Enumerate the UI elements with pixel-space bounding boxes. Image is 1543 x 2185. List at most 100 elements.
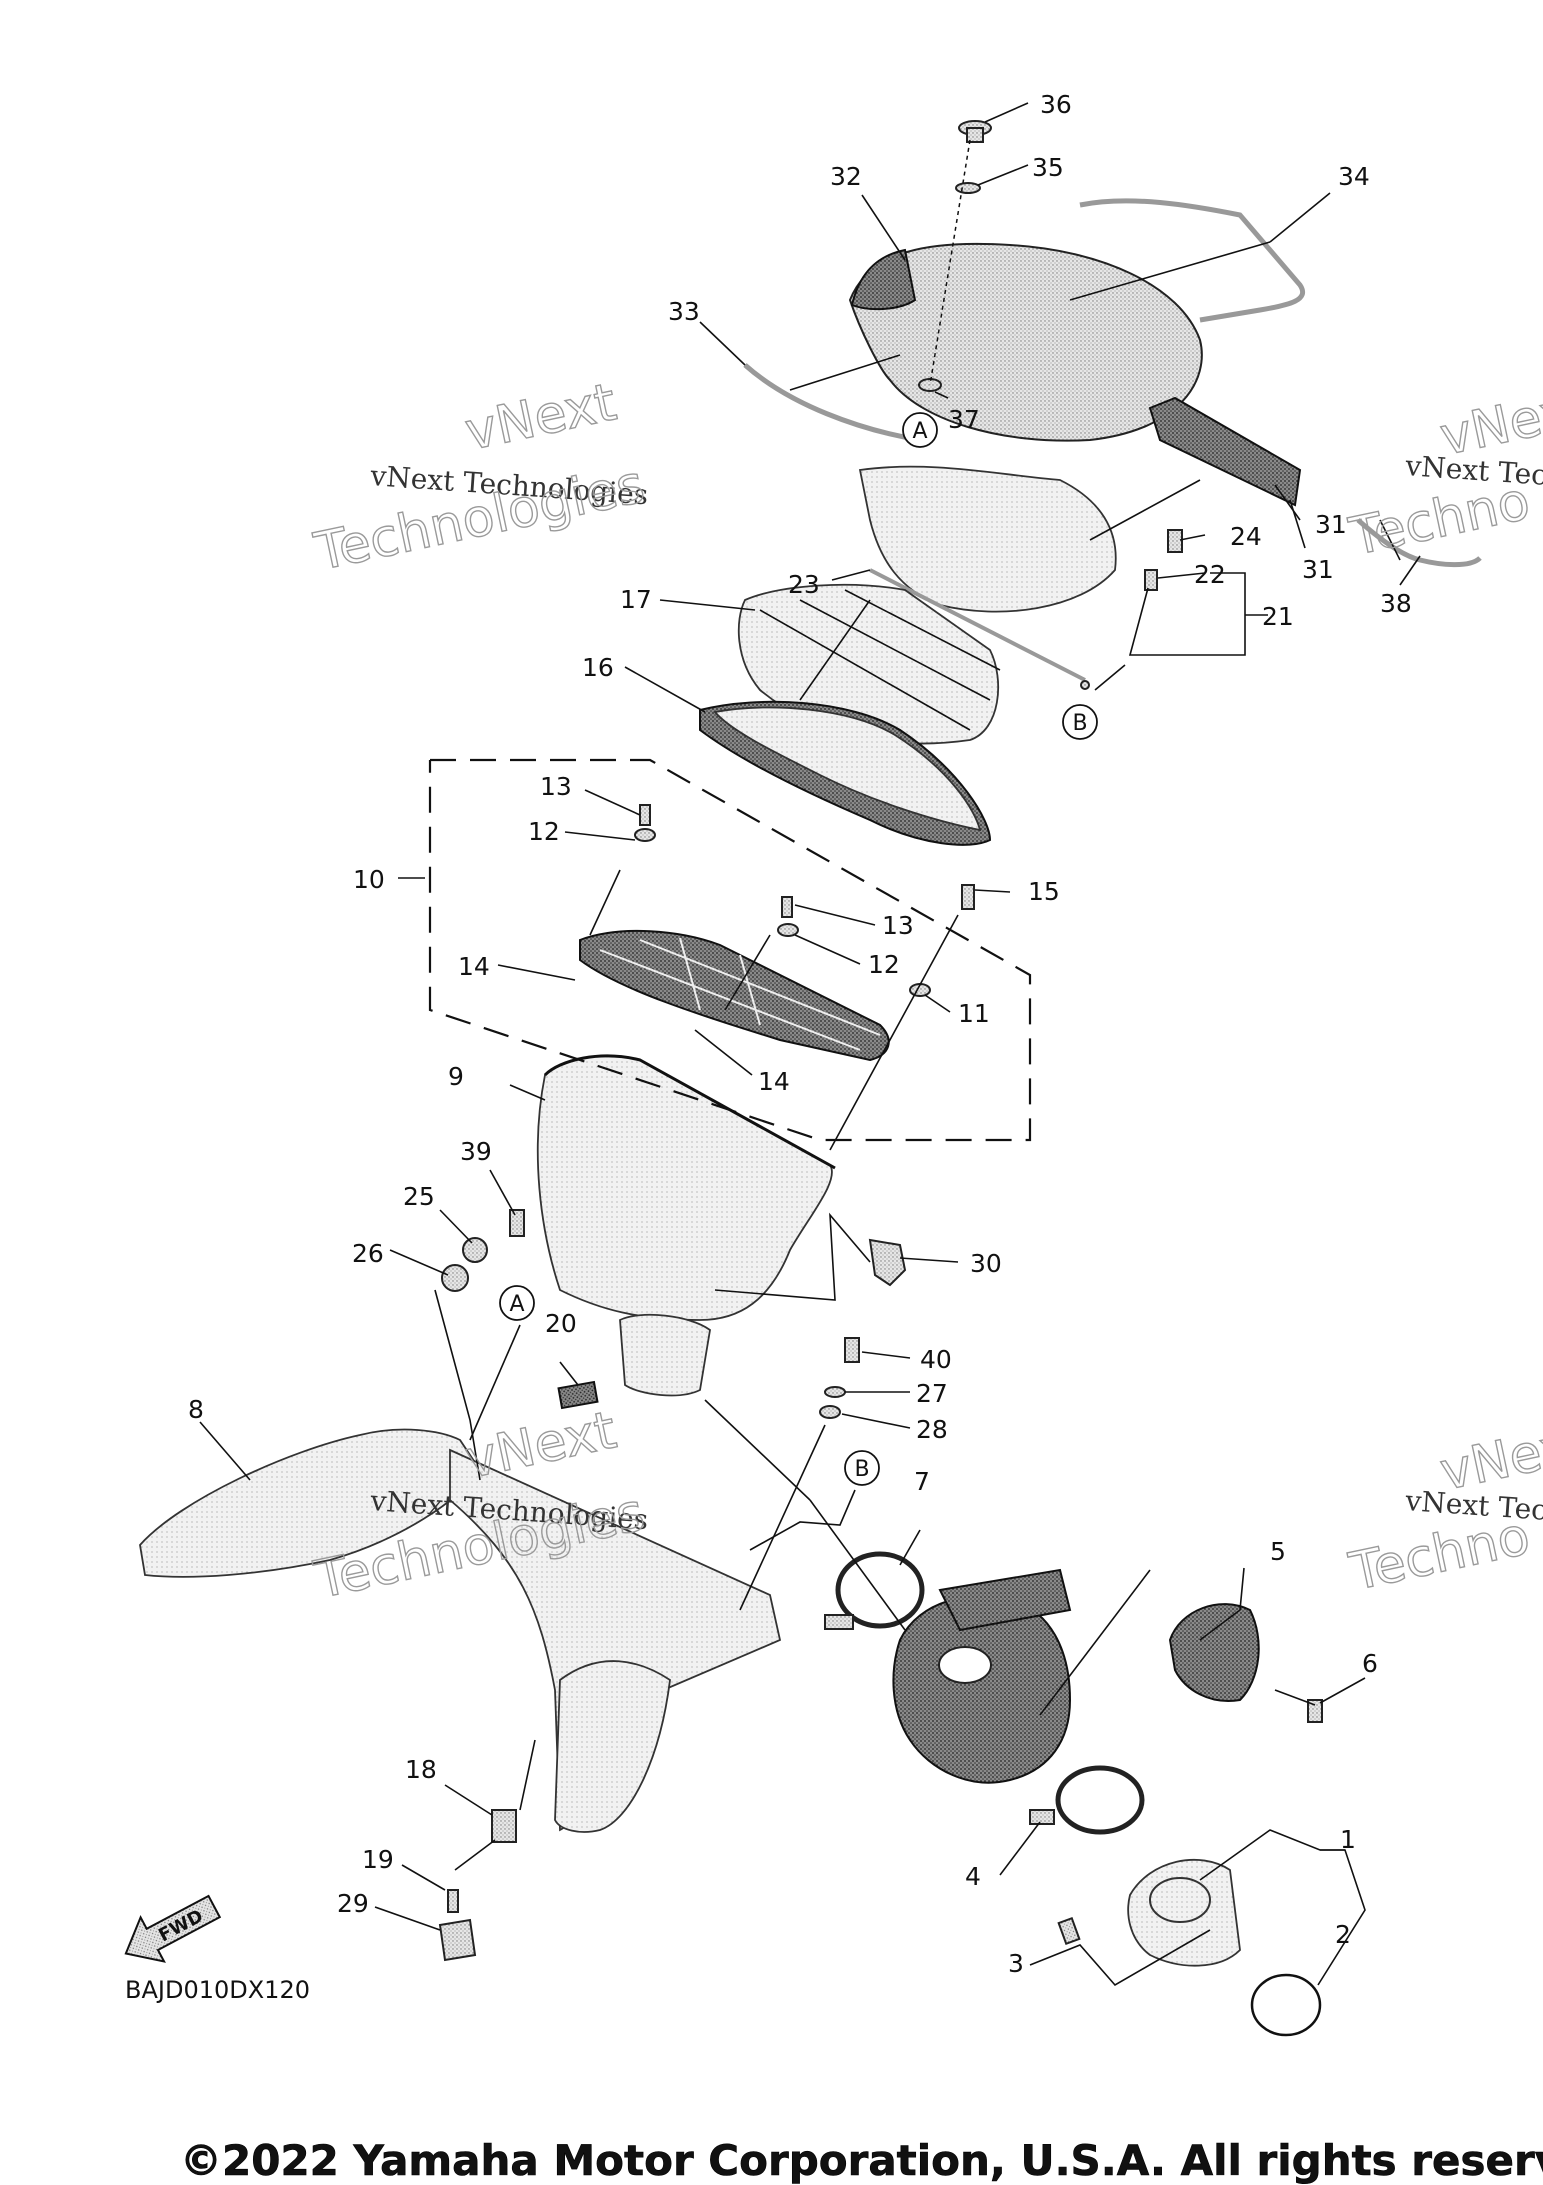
- label-part-31-a: 31: [1315, 510, 1347, 539]
- label-part-20: 20: [545, 1309, 577, 1338]
- watermark-bottom-right-vnext: vNext: [1435, 1412, 1543, 1502]
- label-part-10: 10: [353, 865, 385, 894]
- part-4-clamp: [1055, 1765, 1145, 1835]
- watermark-bottom-right: vNext Tec vNext Techno: [1344, 1412, 1543, 1604]
- part-13-bolt-a: [639, 804, 651, 826]
- part-8-duct-stem: [554, 1660, 671, 1833]
- label-part-18: 18: [405, 1755, 437, 1784]
- part-29-clip: [438, 1918, 477, 1962]
- label-part-17: 17: [620, 585, 652, 614]
- throttle-body-bore: [938, 1646, 992, 1684]
- part-23-wire: [869, 568, 1086, 682]
- label-part-37: 37: [948, 405, 980, 434]
- part-15-screw: [961, 884, 975, 910]
- part-9-airbox-outlet: [619, 1313, 711, 1397]
- label-part-40: 40: [920, 1345, 952, 1374]
- label-part-9: 9: [448, 1062, 464, 1091]
- watermark-top-left-vnext: vNext: [460, 372, 621, 462]
- ref-mark-b-top: [1062, 704, 1098, 740]
- part-24-bolt: [1167, 529, 1183, 553]
- part-9-airbox-rim: [543, 1054, 836, 1170]
- label-part-33: 33: [668, 297, 700, 326]
- label-part-28: 28: [916, 1415, 948, 1444]
- part-36-body: [966, 127, 984, 143]
- part-19-bolt: [447, 1889, 459, 1913]
- watermark-bottom-left-vnext: vNext: [460, 1400, 621, 1490]
- ref-mark-b-top-label: B: [1072, 711, 1087, 736]
- ref-mark-a-bottom-label: A: [509, 1292, 524, 1317]
- label-part-27: 27: [916, 1379, 948, 1408]
- label-part-34: 34: [1338, 162, 1370, 191]
- ref-mark-b-bottom-label: B: [854, 1457, 869, 1482]
- label-part-1: 1: [1340, 1825, 1356, 1854]
- label-part-14-b: 14: [758, 1067, 790, 1096]
- part-22-bolt: [1144, 569, 1158, 591]
- part-6-screw: [1307, 1699, 1323, 1723]
- label-part-30: 30: [970, 1249, 1002, 1278]
- ref-mark-a-bottom: [499, 1285, 535, 1321]
- label-part-2: 2: [1335, 1920, 1351, 1949]
- label-part-38: 38: [1380, 589, 1412, 618]
- fwd-arrow-shape: [124, 1894, 222, 1963]
- label-part-12-a: 12: [528, 817, 560, 846]
- label-part-3: 3: [1008, 1949, 1024, 1978]
- label-part-31-b: 31: [1302, 555, 1334, 584]
- part-28-grommet: [819, 1405, 841, 1419]
- part-35-washer: [955, 182, 981, 194]
- part-34-hose: [1079, 198, 1305, 323]
- part-13-bolt-b: [781, 896, 793, 918]
- label-part-11: 11: [958, 999, 990, 1028]
- part-21-tip: [1080, 680, 1090, 690]
- part-16-filter-top: [713, 706, 982, 832]
- label-part-32: 32: [830, 162, 862, 191]
- part-3-screw: [1057, 1916, 1081, 1946]
- watermark-top-right-tech: Techno: [1344, 471, 1535, 568]
- part-12-grommet-a: [634, 828, 656, 842]
- part-39-bolt: [509, 1209, 525, 1237]
- watermark-top-right: vNext Tec vNext Techno: [1344, 377, 1543, 569]
- part-10-grid-lines: [599, 937, 881, 1051]
- part-7-clamp-screw: [824, 1614, 854, 1630]
- label-part-39: 39: [460, 1137, 492, 1166]
- part-25-collar: [462, 1237, 488, 1263]
- label-part-36: 36: [1040, 90, 1072, 119]
- watermark-bottom-right-tech: Techno: [1344, 1506, 1535, 1603]
- part-38-hose: [1356, 518, 1482, 568]
- ref-mark-a-top: [902, 412, 938, 448]
- label-part-25: 25: [403, 1182, 435, 1211]
- label-part-13-b: 13: [882, 911, 914, 940]
- part-2-oring: [1250, 1973, 1322, 2037]
- label-part-6: 6: [1362, 1649, 1378, 1678]
- part-4-clamp-screw: [1029, 1809, 1055, 1825]
- label-part-14-a: 14: [458, 952, 490, 981]
- part-1-joint-bore: [1149, 1877, 1211, 1923]
- label-part-8: 8: [188, 1395, 204, 1424]
- label-part-19: 19: [362, 1845, 394, 1874]
- label-part-29: 29: [337, 1889, 369, 1918]
- part-26-grommet: [441, 1264, 469, 1292]
- label-part-15: 15: [1028, 877, 1060, 906]
- label-part-24: 24: [1230, 522, 1262, 551]
- part-12-grommet-b: [777, 923, 799, 937]
- ref-mark-a-top-label: A: [912, 419, 927, 444]
- part-20-clip: [557, 1380, 599, 1410]
- label-part-12-b: 12: [868, 950, 900, 979]
- label-part-23: 23: [788, 570, 820, 599]
- part-32-cover-panel: [850, 248, 917, 311]
- label-part-16: 16: [582, 653, 614, 682]
- part-30-fitting: [868, 1238, 907, 1287]
- reference-marks: A B A B: [499, 412, 1098, 1486]
- part-18-grommet: [491, 1809, 517, 1843]
- part-5-sensor: [1168, 1603, 1260, 1702]
- label-part-5: 5: [1270, 1537, 1286, 1566]
- label-part-26: 26: [352, 1239, 384, 1268]
- label-part-21: 21: [1262, 602, 1294, 631]
- label-part-4: 4: [965, 1862, 981, 1891]
- part-33-hose: [743, 363, 921, 443]
- label-part-22: 22: [1194, 560, 1226, 589]
- diagram-code: BAJD010DX120: [125, 1976, 310, 2004]
- watermark-top-left: vNext Technologies vNext Technologies: [309, 372, 651, 584]
- label-part-7: 7: [914, 1467, 930, 1496]
- fwd-arrow-icon: FWD: [124, 1894, 222, 1963]
